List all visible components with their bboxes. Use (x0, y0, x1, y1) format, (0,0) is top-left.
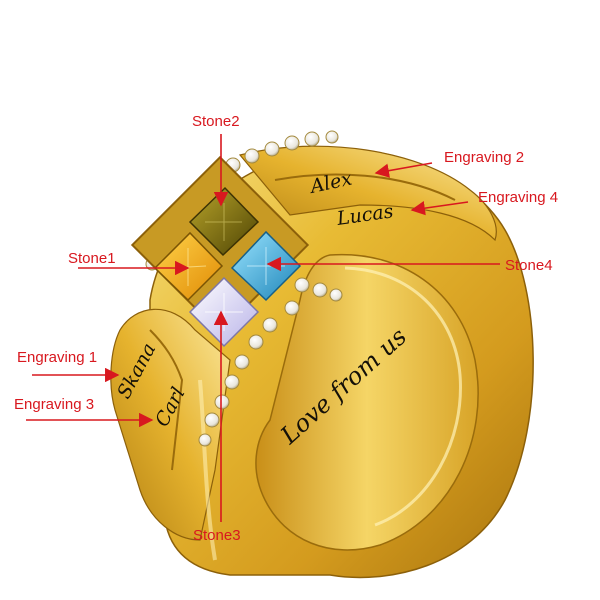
label-stone3: Stone3 (193, 527, 241, 544)
label-engraving1: Engraving 1 (17, 349, 98, 366)
label-engraving4: Engraving 4 (478, 189, 559, 206)
label-engraving2: Engraving 2 (444, 149, 525, 166)
label-engraving3: Engraving 3 (14, 396, 95, 413)
arrow-engraving2 (374, 162, 433, 178)
label-stone4: Stone4 (505, 257, 553, 274)
arrow-engraving4 (410, 201, 469, 216)
label-stone2: Stone2 (192, 113, 240, 130)
callout-arrows (26, 134, 500, 522)
label-stone1: Stone1 (68, 250, 116, 267)
